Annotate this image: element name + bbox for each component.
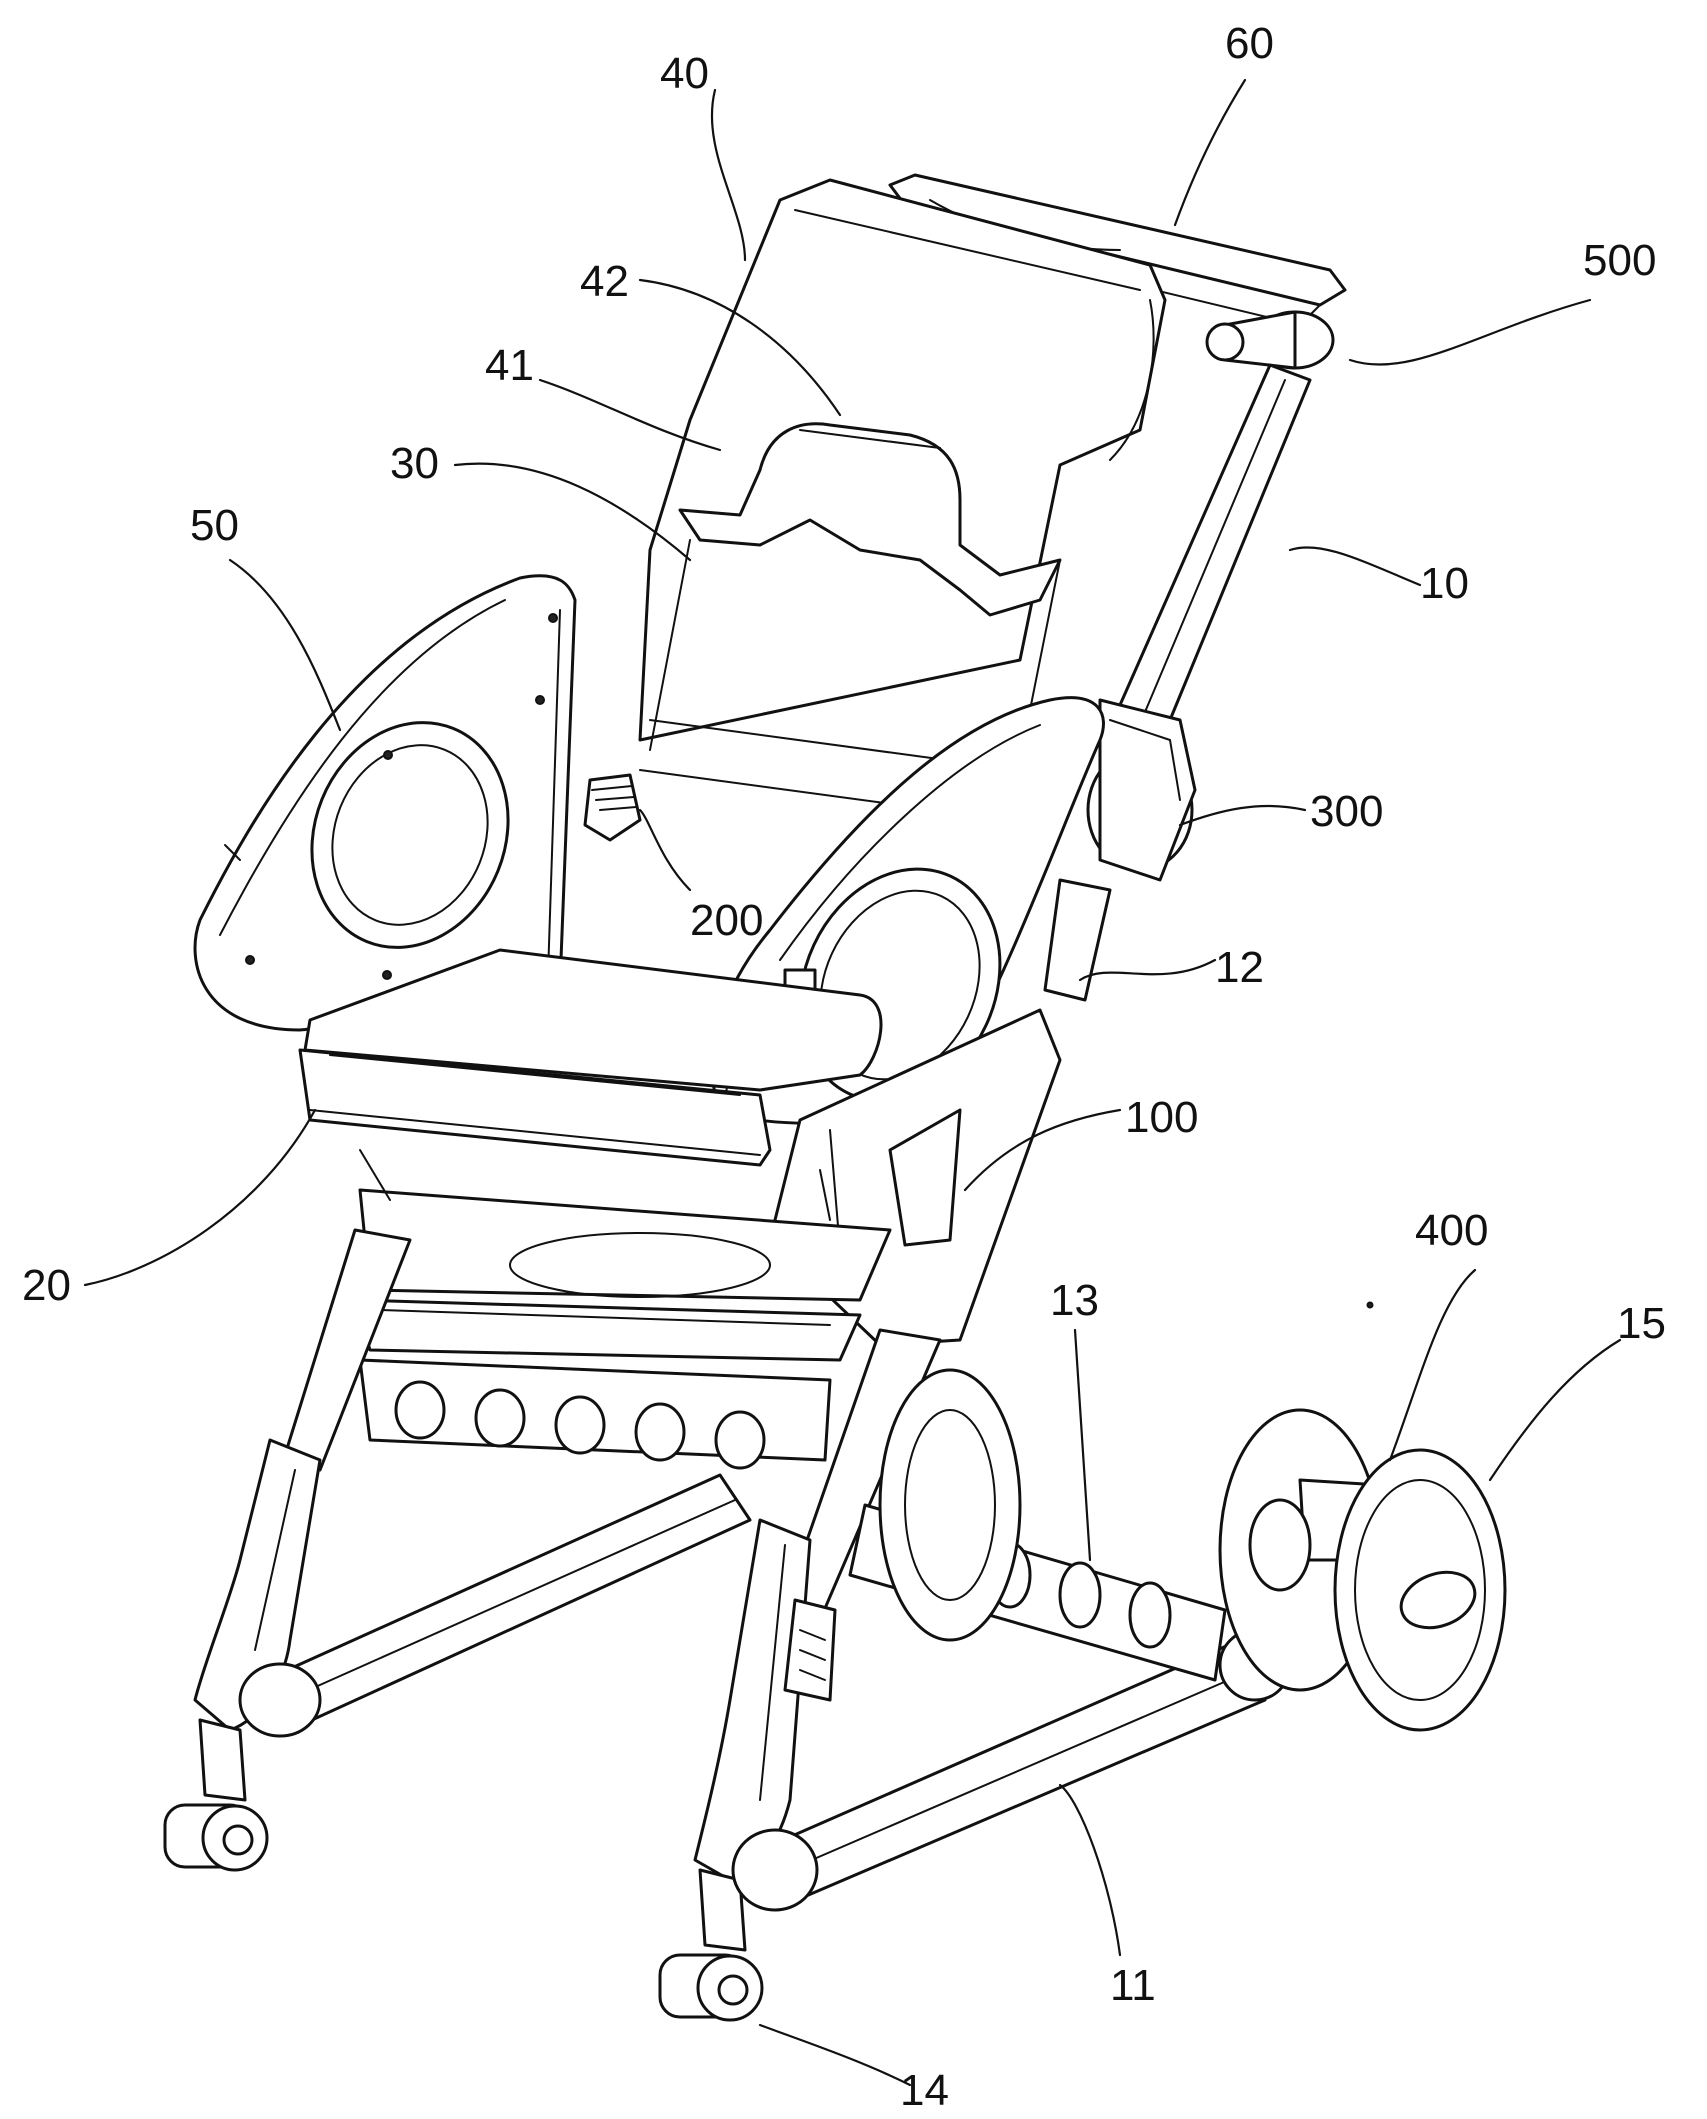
ref-20: 20 <box>22 1261 71 1310</box>
leader-300 <box>1180 806 1305 825</box>
buckle <box>585 775 640 840</box>
ref-40: 40 <box>660 49 709 98</box>
leader-12 <box>1080 960 1215 980</box>
footrest-roller <box>360 1360 830 1468</box>
ref-11: 11 <box>1110 1961 1156 2010</box>
ref-100: 100 <box>1125 1093 1198 1142</box>
ref-13: 13 <box>1050 1276 1099 1325</box>
ref-300: 300 <box>1310 787 1383 836</box>
ref-10: 10 <box>1420 559 1469 608</box>
leader-11 <box>1060 1785 1120 1955</box>
leader-50 <box>230 560 340 730</box>
leader-200 <box>640 810 690 890</box>
leader-60 <box>1175 80 1245 225</box>
leader-500 <box>1350 300 1590 365</box>
ref-30: 30 <box>390 439 439 488</box>
leader-400 <box>1390 1270 1475 1460</box>
leader-10 <box>1290 547 1420 585</box>
leader-14 <box>760 2025 910 2085</box>
ref-41: 41 <box>485 341 534 390</box>
ref-15: 15 <box>1617 1299 1666 1348</box>
ref-400: 400 <box>1415 1206 1488 1255</box>
ref-50: 50 <box>190 501 239 550</box>
ref-60: 60 <box>1225 19 1274 68</box>
leader-20 <box>85 1110 315 1285</box>
ref-500: 500 <box>1583 236 1656 285</box>
ref-200: 200 <box>690 896 763 945</box>
ref-14: 14 <box>900 2066 949 2115</box>
ref-12: 12 <box>1215 943 1264 992</box>
stray-dot <box>1368 1303 1373 1308</box>
leader-13 <box>1075 1330 1090 1560</box>
ref-42: 42 <box>580 257 629 306</box>
leader-15 <box>1490 1340 1620 1480</box>
leader-40 <box>712 90 745 260</box>
